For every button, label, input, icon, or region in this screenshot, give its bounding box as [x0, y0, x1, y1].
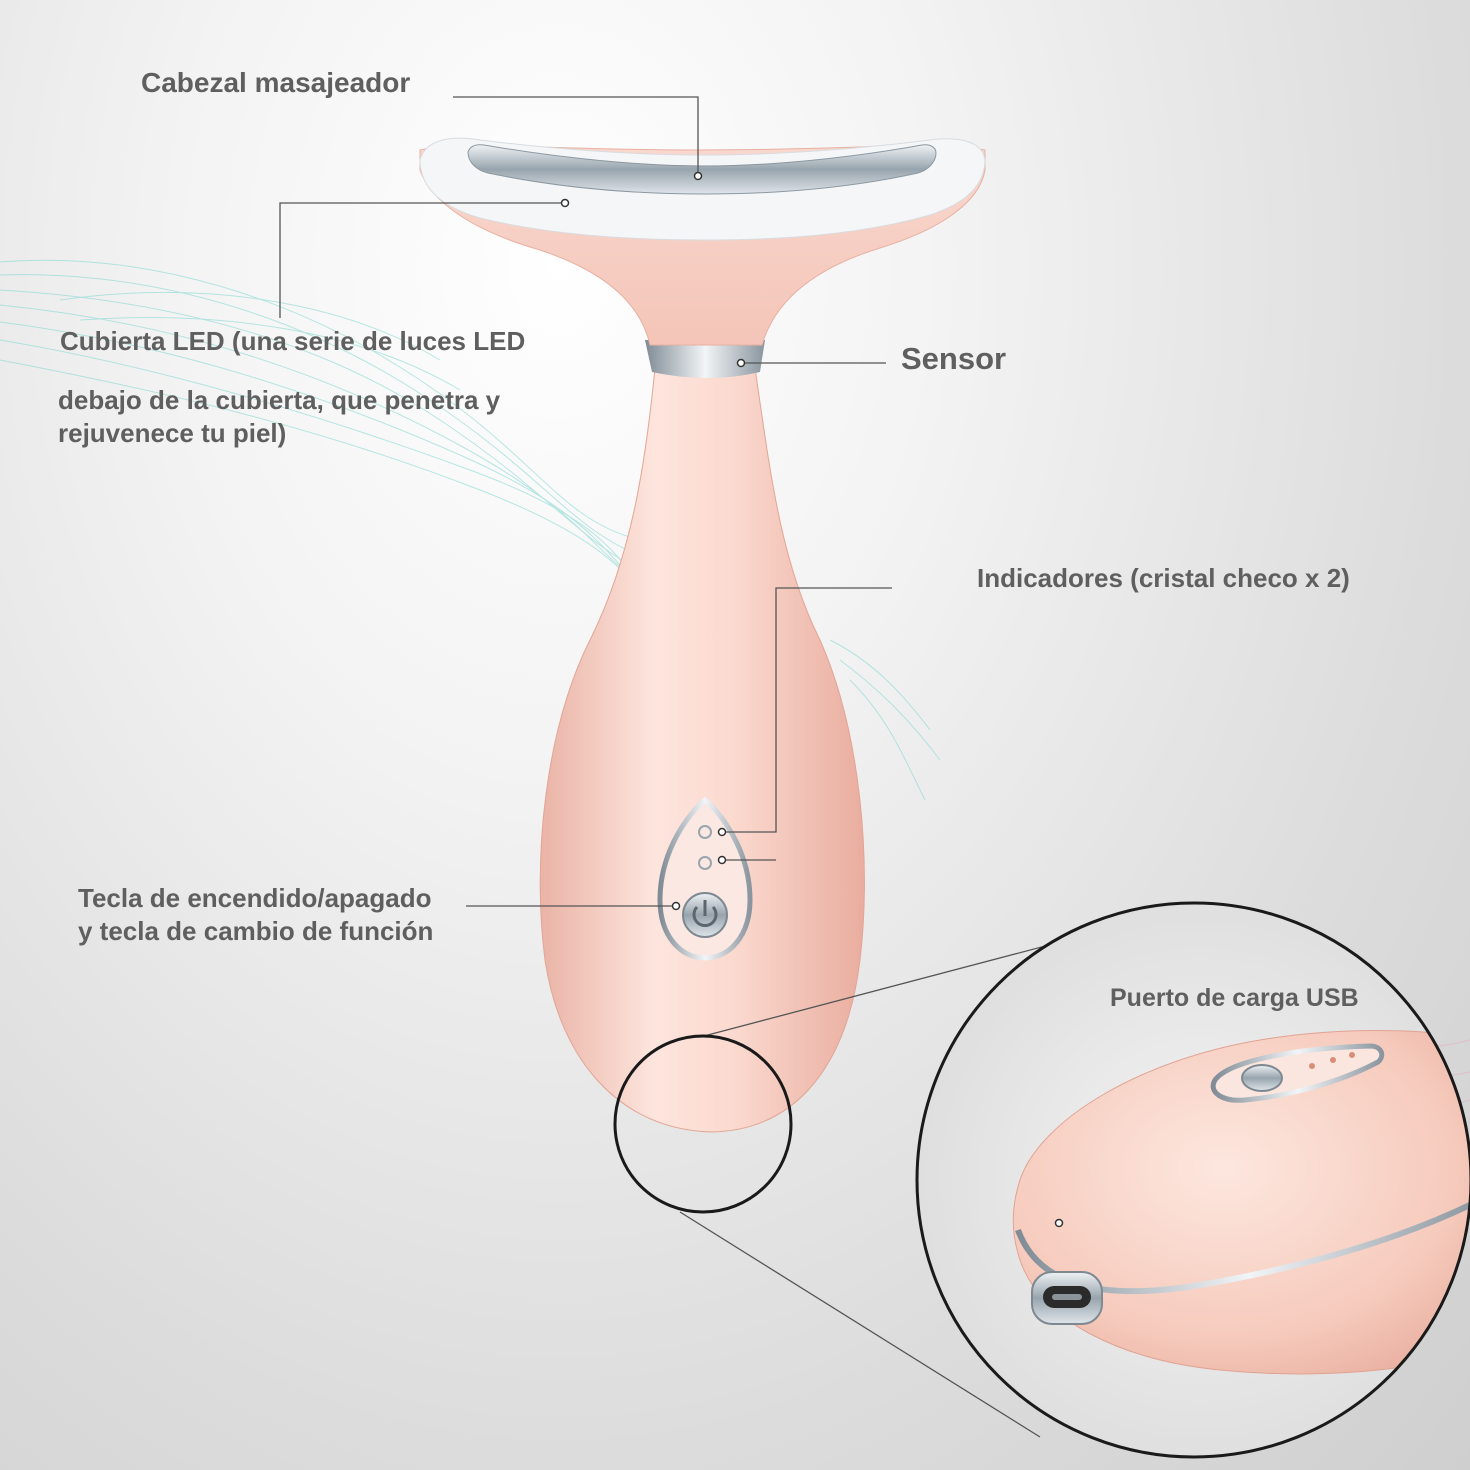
power-key-label-line1: Tecla de encendido/apagado [78, 883, 432, 913]
indicator-led-icon [1309, 1063, 1315, 1069]
sensor-label: Sensor [901, 341, 1007, 376]
usb-port-label: Puerto de carga USB [1110, 984, 1359, 1012]
led-cover-label-line2: debajo de la cubierta, que penetra y [58, 385, 501, 415]
led-cover-label-line1: Cubierta LED (una serie de luces LED [60, 326, 526, 356]
power-key-label-line2: y tecla de cambio de función [78, 916, 434, 946]
massage-head-label: Cabezal masajeador [141, 67, 411, 98]
indicator-led-icon [698, 856, 712, 870]
massage-head-bar [467, 144, 937, 195]
magnifier-circle-icon [613, 1034, 793, 1214]
neck-massager-device [419, 137, 986, 1133]
decorative-waves [0, 259, 941, 801]
led-cover-label-lines: debajo de la cubierta, que penetra y rej… [58, 384, 500, 450]
usb-c-port-icon [1031, 1271, 1103, 1325]
device-handle [539, 367, 865, 1133]
power-key-label: Tecla de encendido/apagado y tecla de ca… [78, 882, 433, 948]
power-icon [692, 900, 718, 927]
indicators-label: Indicadores (cristal checo x 2) [977, 563, 1350, 593]
sensor-ring [645, 340, 765, 378]
indicator-led-icon [698, 825, 712, 839]
zoom-power-button [1241, 1064, 1283, 1092]
led-cover-label-line3: rejuvenece tu piel) [58, 418, 287, 448]
indicator-led-icon [1330, 1057, 1336, 1063]
zoom-circle-border [915, 901, 1470, 1459]
usb-zoom-view [917, 903, 1470, 1457]
indicator-led-icon [1349, 1052, 1355, 1058]
